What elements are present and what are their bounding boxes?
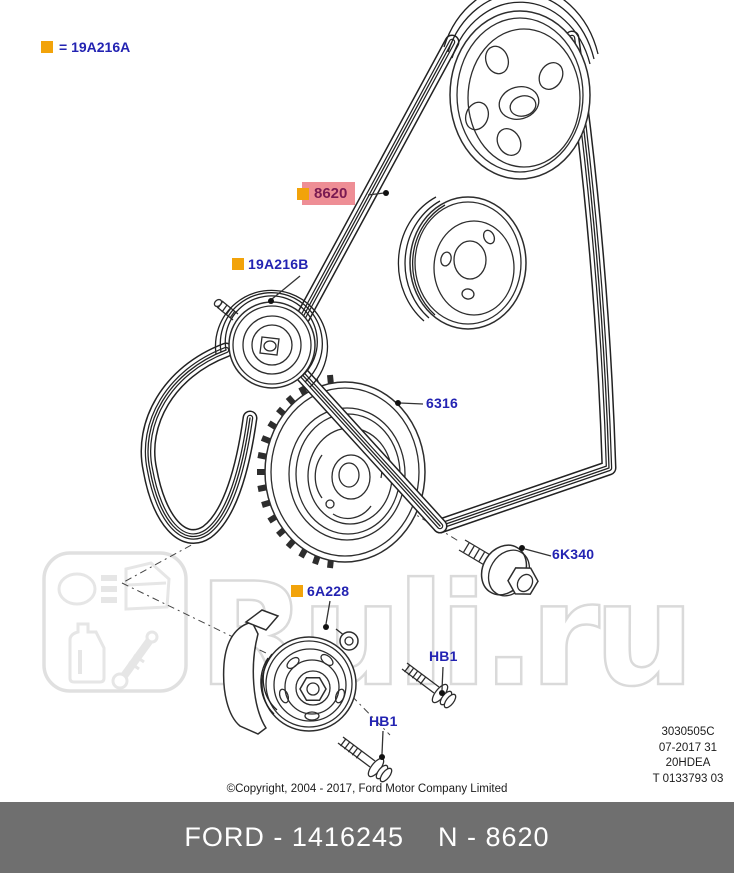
copyright-text: ©Copyright, 2004 - 2017, Ford Motor Comp… — [226, 783, 508, 795]
part-label-tensioner[interactable]: 6A228 — [307, 583, 350, 599]
middle-pulley-drawing — [397, 196, 527, 330]
orange-square-icon — [291, 585, 303, 597]
part-label-bolt-hb1-upper[interactable]: HB1 — [429, 648, 458, 664]
part-label-belt-8620[interactable]: 8620 — [297, 182, 356, 205]
orange-square-icon — [232, 258, 244, 270]
parts-diagram: Ruli.ru — [42, 0, 696, 785]
tensioner-assembly-drawing — [222, 609, 359, 735]
drawing-info-block: 3030505C 07-2017 31 20HDEA T 0133793 03 — [638, 725, 734, 787]
legend-text: = 19A216A — [59, 39, 131, 55]
legend-kit-19A216A: = 19A216A — [41, 39, 130, 55]
info-line: 07-2017 31 — [658, 741, 718, 754]
info-line: 20HDEA — [665, 757, 711, 769]
footer-number: N - 8620 — [438, 822, 550, 852]
crank-bolt-drawing — [458, 539, 539, 597]
top-pulley-drawing — [443, 0, 599, 180]
watermark-logo — [42, 551, 188, 693]
orange-square-icon — [297, 187, 309, 200]
footer-part-bar: FORD - 1416245 N - 8620 — [0, 802, 734, 873]
part-label-bolt-hb1-lower[interactable]: HB1 — [369, 713, 398, 729]
bolt-hb1-lower-drawing — [337, 736, 395, 785]
info-line: 3030505C — [661, 726, 715, 738]
idler-pulley-drawing — [213, 289, 329, 389]
part-label-idler-pulley[interactable]: 19A216B — [248, 256, 309, 272]
part-label-crank-pulley[interactable]: 6316 — [426, 395, 458, 411]
headlight-icon — [57, 572, 117, 606]
info-line: T 0133793 03 — [652, 772, 724, 785]
orange-square-icon — [41, 41, 53, 53]
car-door-icon — [124, 561, 171, 611]
leader-lines — [268, 190, 552, 760]
footer-brand-part: FORD - 1416245 — [184, 822, 405, 852]
shock-absorber-icon — [111, 630, 159, 690]
part-code: 8620 — [314, 185, 348, 202]
part-label-crank-bolt[interactable]: 6K340 — [552, 546, 595, 562]
oil-canister-icon — [68, 622, 106, 684]
